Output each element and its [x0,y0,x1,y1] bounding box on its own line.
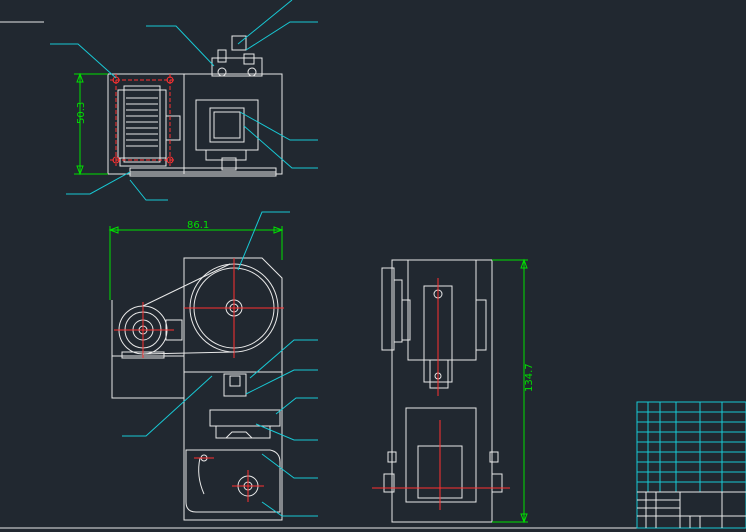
leader-line [146,25,215,67]
dimension-front-view-width [108,226,284,300]
top-view-motor [117,85,181,167]
leader-line [122,375,213,437]
leader-line [249,339,318,379]
leader-line [261,501,318,517]
front-body [183,257,283,373]
table [185,449,281,513]
leader-line [239,111,318,141]
leader-line [237,0,293,45]
dimension-label-front-width: 86.1 [187,220,209,231]
leader-line [237,211,290,271]
ram [223,373,247,397]
top-view: 50.3 [50,0,318,201]
leader-line [129,179,168,201]
front-view: 86.1 [108,211,318,521]
leader-line [255,423,318,441]
dimension-label-side-height: 134.7 [524,363,535,392]
title-block [636,401,746,529]
side-view: 134.7 [372,258,535,524]
leader-line [261,453,318,479]
motor-base [111,355,185,399]
side-frame [391,259,493,523]
leader-line [245,21,318,51]
dimension-top-view-height [74,72,108,176]
front-motor [114,302,183,359]
leader-line [66,171,131,195]
leader-line [275,397,318,415]
dimension-label-top-height: 50.3 [76,102,87,124]
top-view-frame [107,73,283,175]
top-view-die [195,99,259,171]
flywheel [184,258,284,358]
leader-line [245,369,318,395]
frame-lower [183,372,283,521]
leader-line [50,43,117,79]
leader-line [243,125,318,169]
top-view-feeder [211,35,263,77]
dimension-side-view-height [492,258,528,524]
die-block [209,409,281,427]
